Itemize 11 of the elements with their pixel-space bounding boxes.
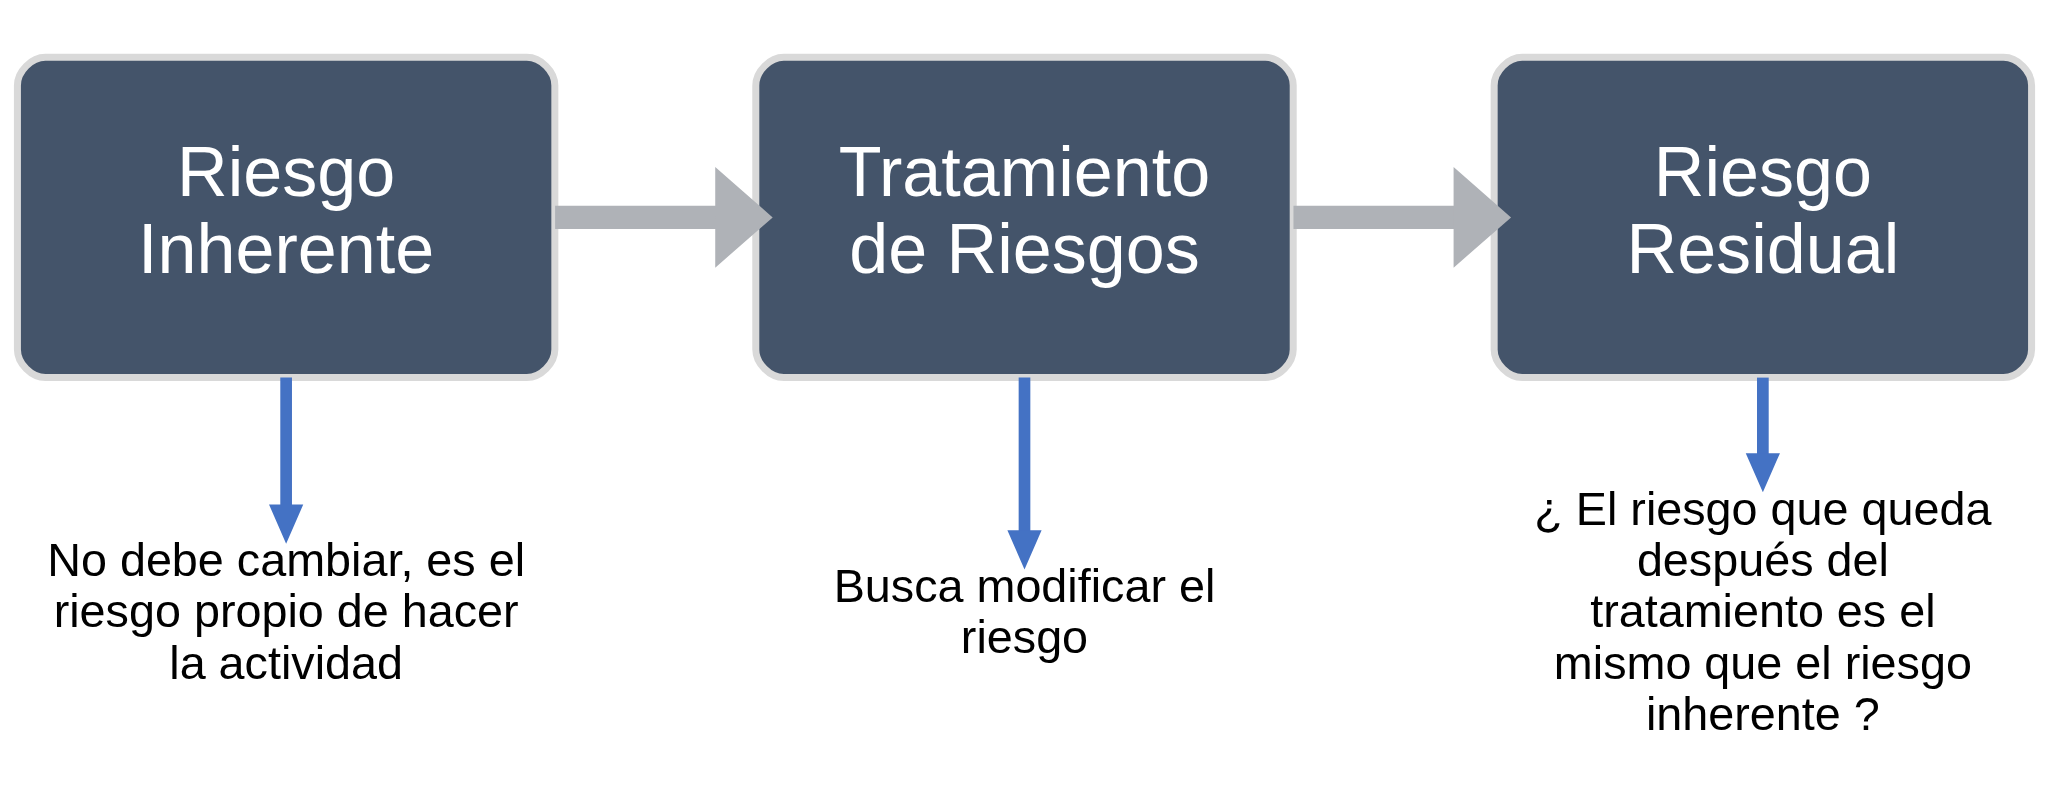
arrow [555,166,773,268]
arrow [1293,166,1512,268]
arrow [269,377,304,544]
node-text: Busca modificar el riesgo [833,559,1216,663]
node-box: Riesgo Inherente [13,53,559,381]
arrow [1007,377,1042,569]
node-text: No debe cambiar, es el riesgo propio de hacer la actividad [47,533,526,689]
node-box: Tratamiento de Riesgos [752,53,1297,381]
node-box: Riesgo Residual [1490,53,2036,381]
arrow [1745,377,1780,492]
node-text: ¿ El riesgo que queda después del tratamiento es el mismo que el riesgo inherente ? [1534,482,1992,740]
